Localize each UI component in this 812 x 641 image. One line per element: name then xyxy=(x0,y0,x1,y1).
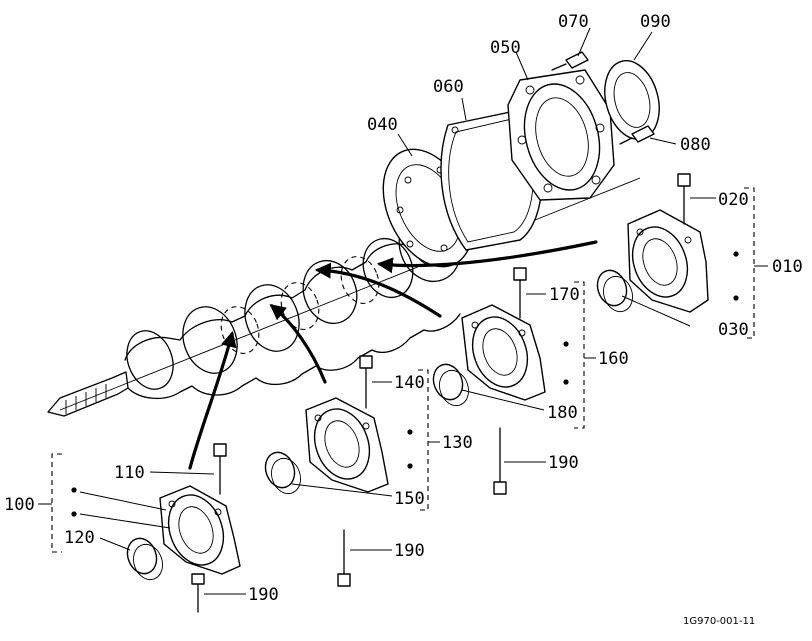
label-180: 180 xyxy=(547,403,578,423)
label-120: 120 xyxy=(64,528,95,548)
bolt-170 xyxy=(513,267,527,319)
assembly-arrows xyxy=(188,240,598,470)
label-060: 060 xyxy=(433,77,464,97)
bearing-180 xyxy=(432,363,469,407)
bearing-030 xyxy=(596,269,633,313)
label-190-160: 190 xyxy=(548,453,579,473)
bolt-190-100 xyxy=(191,573,205,613)
label-050: 050 xyxy=(490,38,521,58)
part-labels: 070 090 050 060 040 080 020 010 170 030 … xyxy=(4,12,803,627)
group-brackets xyxy=(38,187,768,553)
label-020: 020 xyxy=(718,190,749,210)
label-090: 090 xyxy=(640,12,671,32)
figure-id: 1G970-001-11 xyxy=(683,616,755,627)
bearing-120 xyxy=(126,537,163,581)
label-150: 150 xyxy=(394,489,425,509)
bolt-110 xyxy=(213,443,227,495)
bearing-150 xyxy=(264,451,301,495)
main-bearing-case-130 xyxy=(305,397,389,493)
label-140: 140 xyxy=(394,373,425,393)
bolt-190-130 xyxy=(337,529,351,587)
bolt-190-160 xyxy=(493,427,507,495)
label-080: 080 xyxy=(680,135,711,155)
screw-080 xyxy=(619,125,655,145)
bolt-020 xyxy=(677,173,691,225)
label-160: 160 xyxy=(598,349,629,369)
main-bearing-case-100 xyxy=(159,485,241,575)
main-bearing-case-010 xyxy=(627,209,709,313)
label-040: 040 xyxy=(367,115,398,135)
label-190-130: 190 xyxy=(394,541,425,561)
screw-070 xyxy=(551,51,589,71)
label-110: 110 xyxy=(114,463,145,483)
leader-lines xyxy=(79,27,716,595)
label-100: 100 xyxy=(4,495,35,515)
label-130: 130 xyxy=(442,433,473,453)
bolt-140 xyxy=(359,355,373,409)
label-030: 030 xyxy=(718,320,749,340)
label-010: 010 xyxy=(772,257,803,277)
assembly-dots xyxy=(71,251,739,517)
label-190-100: 190 xyxy=(248,585,279,605)
oil-seal-case-050 xyxy=(507,69,615,201)
label-170: 170 xyxy=(549,285,580,305)
main-bearing-case-160 xyxy=(461,304,546,401)
label-070: 070 xyxy=(558,12,589,32)
